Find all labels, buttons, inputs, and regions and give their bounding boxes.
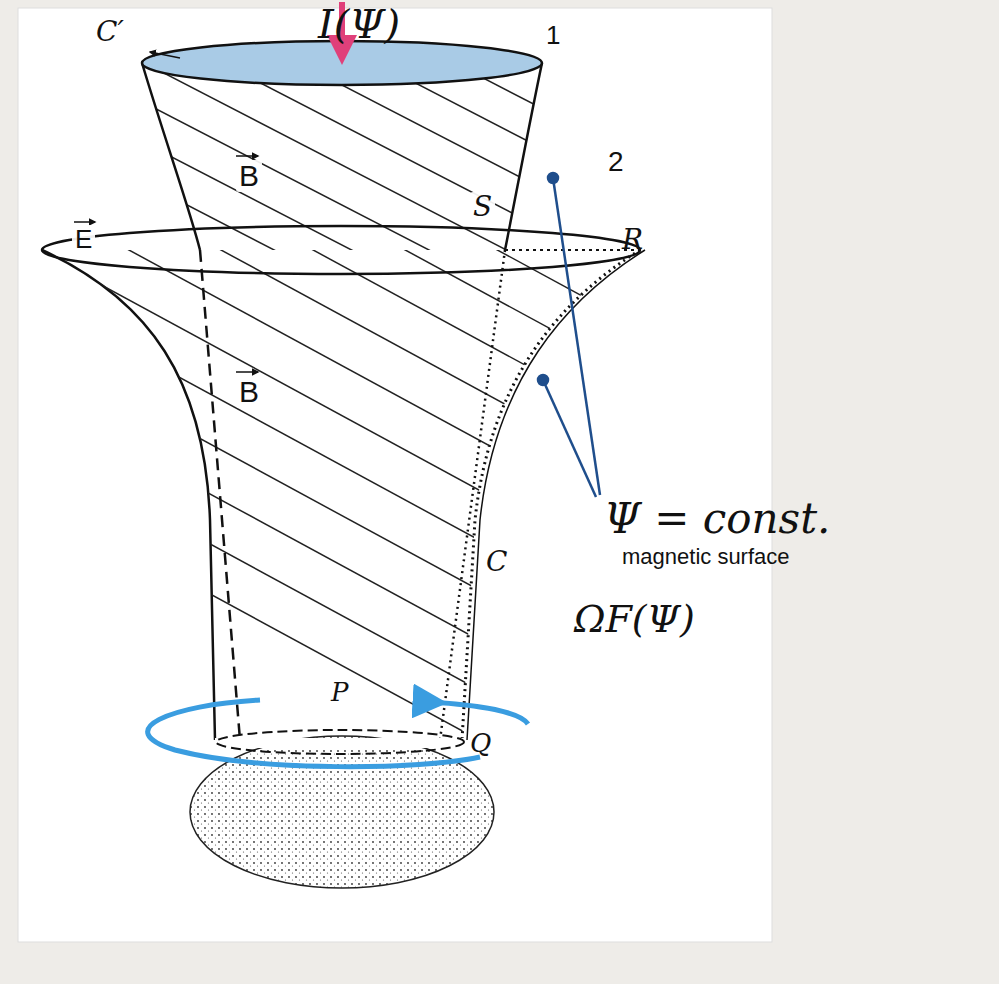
leader-line <box>553 178 600 495</box>
rotation-arrow-back <box>148 700 480 767</box>
surface-number: 1 <box>546 22 560 48</box>
outer-surface-left <box>42 250 215 740</box>
vector-arrow <box>74 221 95 223</box>
leader-line <box>543 380 596 497</box>
surface-equation: Ψ = const. <box>604 498 830 540</box>
surface-2-rim <box>42 226 640 274</box>
angular-velocity-label: ΩF(Ψ) <box>574 600 695 638</box>
inner-surface-left <box>142 63 200 250</box>
surface-label: S <box>470 192 495 222</box>
leader-dot <box>548 173 558 183</box>
point-label: Q <box>470 730 491 756</box>
field-symbol: E <box>72 225 95 253</box>
leader-dot <box>538 375 548 385</box>
rotation-arrow-head <box>430 702 528 724</box>
point-label: R <box>622 226 643 254</box>
field-lines-inner <box>100 0 700 470</box>
current-label: I(Ψ) <box>318 4 400 44</box>
neck-gap <box>215 738 465 748</box>
contour-arrow <box>150 52 180 58</box>
surface-caption: magnetic surface <box>622 546 790 568</box>
radius-dotted <box>505 249 640 251</box>
field-lines-outer <box>0 0 700 860</box>
vector-arrow <box>236 155 258 157</box>
vector-arrow <box>236 371 258 373</box>
inner-surface-right <box>505 63 542 250</box>
field-symbol: B <box>236 376 262 408</box>
point-label: P <box>328 678 352 706</box>
card <box>18 8 772 942</box>
surface-number: 2 <box>608 148 624 176</box>
neck-ellipse <box>216 730 464 754</box>
inner-surface-right-hidden <box>440 250 505 740</box>
outer-surface-right <box>462 250 640 740</box>
field-symbol: B <box>236 160 262 192</box>
inner-surface-left-hidden <box>200 250 240 740</box>
outer-surface-edge <box>467 250 645 740</box>
curve-label: C <box>486 548 507 576</box>
contour-label: C′ <box>96 18 124 46</box>
